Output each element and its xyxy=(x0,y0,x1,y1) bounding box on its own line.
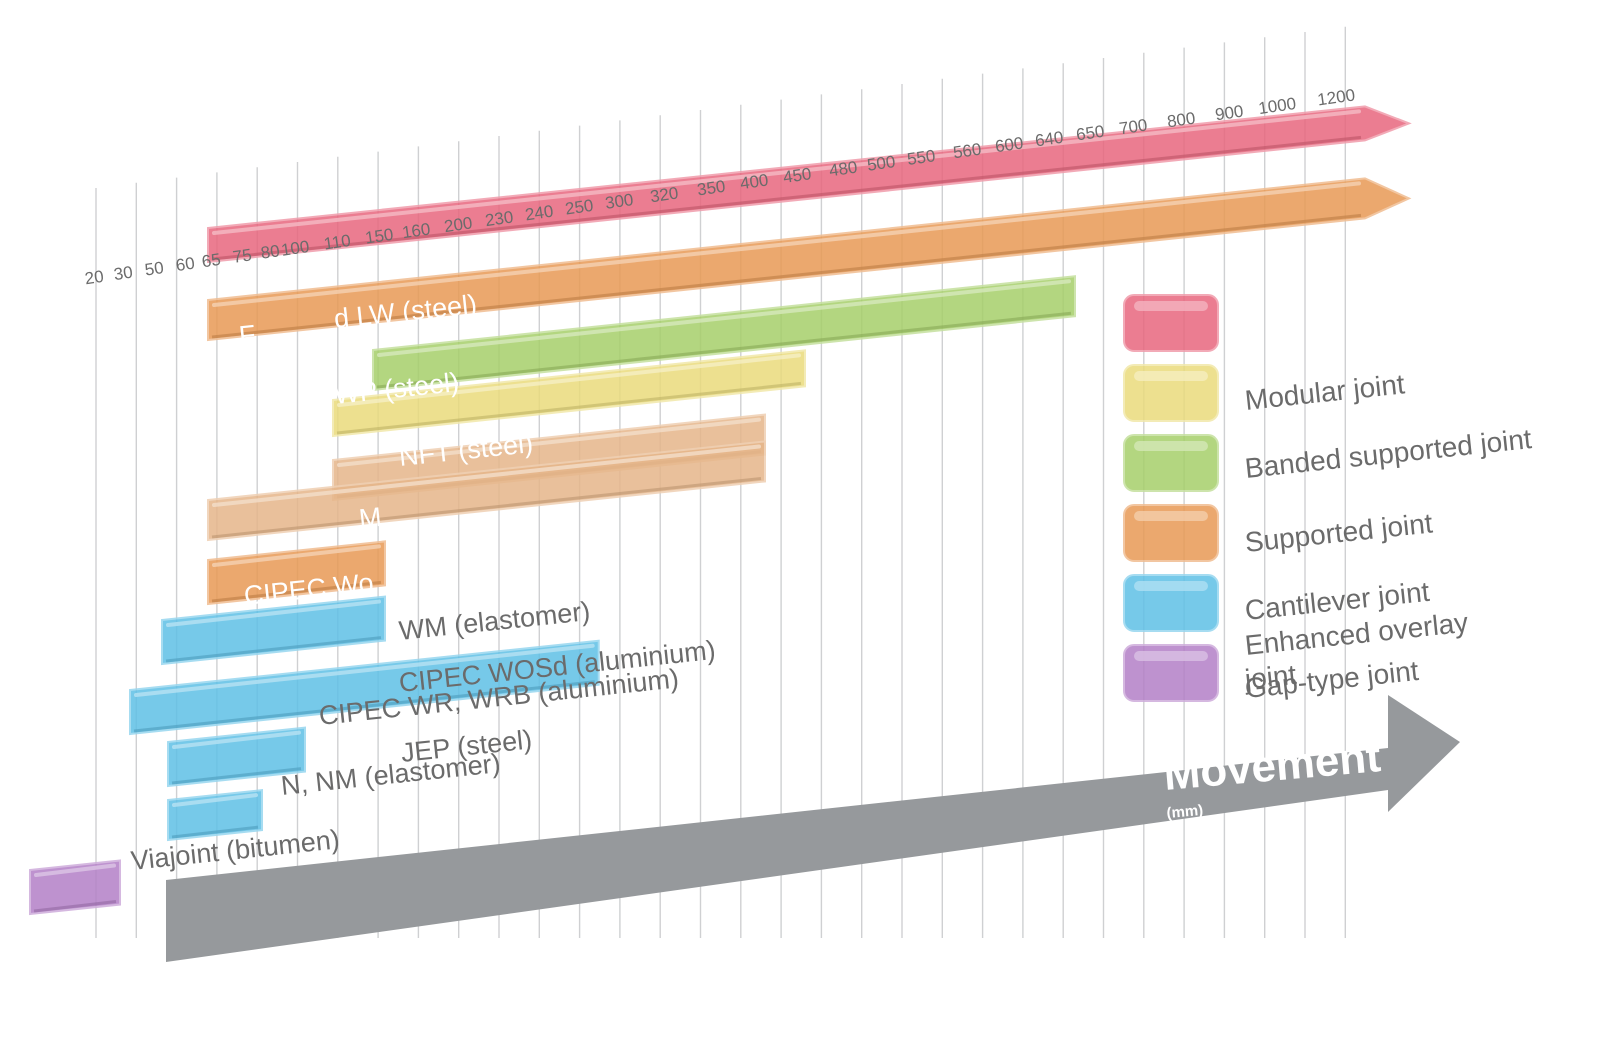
bar-label: WM (elastomer) xyxy=(397,596,591,646)
x-tick-label: 560 xyxy=(952,140,983,163)
legend-swatch-highlight xyxy=(1134,511,1208,521)
legend-swatch-highlight xyxy=(1134,371,1208,381)
bar-highlight xyxy=(172,730,301,749)
movement-arrow-shape xyxy=(166,695,1460,962)
x-tick-label: 150 xyxy=(364,225,395,248)
bar-body xyxy=(332,349,806,438)
bar-body xyxy=(207,440,766,542)
bar-shadow xyxy=(211,135,1362,261)
bar-body xyxy=(207,105,1412,264)
x-tick-label: 450 xyxy=(782,164,813,187)
bar-highlight xyxy=(337,353,801,407)
bar-highlight xyxy=(212,544,381,567)
x-tick-label: 350 xyxy=(696,177,727,200)
bar xyxy=(161,595,386,666)
x-tick-label: 60 xyxy=(175,254,196,275)
bar xyxy=(167,789,263,842)
x-tick-label: 50 xyxy=(144,258,165,279)
bar xyxy=(29,859,121,916)
bar-body xyxy=(161,595,386,666)
bar xyxy=(207,440,766,542)
x-tick-label: 500 xyxy=(866,152,897,175)
movement-arrow: Movement(mm) xyxy=(166,695,1460,962)
bar-shadow xyxy=(211,213,1362,339)
legend-swatch-highlight xyxy=(1134,581,1208,591)
bar xyxy=(207,105,1412,264)
x-tick-label: 200 xyxy=(443,213,474,236)
legend-swatch-highlight xyxy=(1134,441,1208,451)
bar-shadow xyxy=(133,680,595,733)
legend-swatch-highlight xyxy=(1134,651,1208,661)
bar-highlight xyxy=(134,643,595,697)
bar xyxy=(207,540,386,606)
bar xyxy=(372,275,1076,392)
x-tick-label: 230 xyxy=(484,207,515,230)
bars xyxy=(29,105,1412,916)
bar xyxy=(167,726,306,788)
x-tick-label: 80 xyxy=(260,241,281,262)
bar-shadow xyxy=(171,825,259,839)
bar-shadow xyxy=(165,636,382,663)
x-tick-label: 240 xyxy=(524,202,555,225)
x-tick-label: 65 xyxy=(201,250,222,271)
bar-highlight xyxy=(166,599,381,627)
x-tick-label: 300 xyxy=(604,190,635,213)
bar-body xyxy=(372,275,1076,392)
overlay-label: F xyxy=(237,319,257,351)
bar-shadow xyxy=(376,311,1072,389)
x-tick-label: 600 xyxy=(994,133,1025,156)
bar-shadow xyxy=(211,580,382,603)
bar-highlight xyxy=(172,793,258,807)
bar-highlight xyxy=(212,444,761,507)
bar-body xyxy=(129,639,600,736)
bar xyxy=(332,349,806,438)
bar-shadow xyxy=(171,767,302,785)
bar-highlight xyxy=(212,109,1361,235)
x-tick-label: 700 xyxy=(1118,116,1149,139)
legend-swatch-highlight xyxy=(1134,301,1208,311)
x-tick-label: 30 xyxy=(113,263,134,284)
bar-highlight xyxy=(377,279,1071,357)
x-tick-label: 1200 xyxy=(1316,85,1356,109)
x-tick-label: 650 xyxy=(1075,122,1106,145)
x-tick-label: 160 xyxy=(401,219,432,242)
bar-highlight xyxy=(34,863,116,877)
x-tick-label: 320 xyxy=(649,184,680,207)
x-tick-label: 480 xyxy=(828,158,859,181)
x-tick-label: 800 xyxy=(1166,109,1197,132)
bar xyxy=(129,639,600,736)
bar-body xyxy=(207,540,386,606)
bar-highlight xyxy=(337,417,761,467)
x-tick-label: 110 xyxy=(322,231,351,254)
bar-shadow xyxy=(211,476,762,539)
bar-shadow xyxy=(33,900,117,913)
x-tick-label: 75 xyxy=(232,245,253,266)
legend-label: joint xyxy=(1242,659,1298,695)
bar-highlight xyxy=(212,181,1361,307)
x-tick-label: 250 xyxy=(564,196,595,219)
bar-shadow xyxy=(336,381,802,435)
legend-label: Supported joint xyxy=(1243,507,1434,558)
legend-label: Modular joint xyxy=(1243,368,1406,416)
movement-unit: (mm) xyxy=(1166,802,1204,822)
x-tick-label: 900 xyxy=(1214,102,1245,125)
x-tick-label: 20 xyxy=(84,267,105,288)
x-tick-label: 640 xyxy=(1034,128,1065,151)
overlay-label: M xyxy=(357,502,383,534)
x-tick-label: 550 xyxy=(906,146,937,169)
x-tick-label: 100 xyxy=(280,237,311,260)
x-tick-label: 400 xyxy=(739,170,770,193)
legend-label: Banded supported joint xyxy=(1243,423,1533,484)
bar-body xyxy=(207,177,1412,342)
bar xyxy=(207,177,1412,342)
